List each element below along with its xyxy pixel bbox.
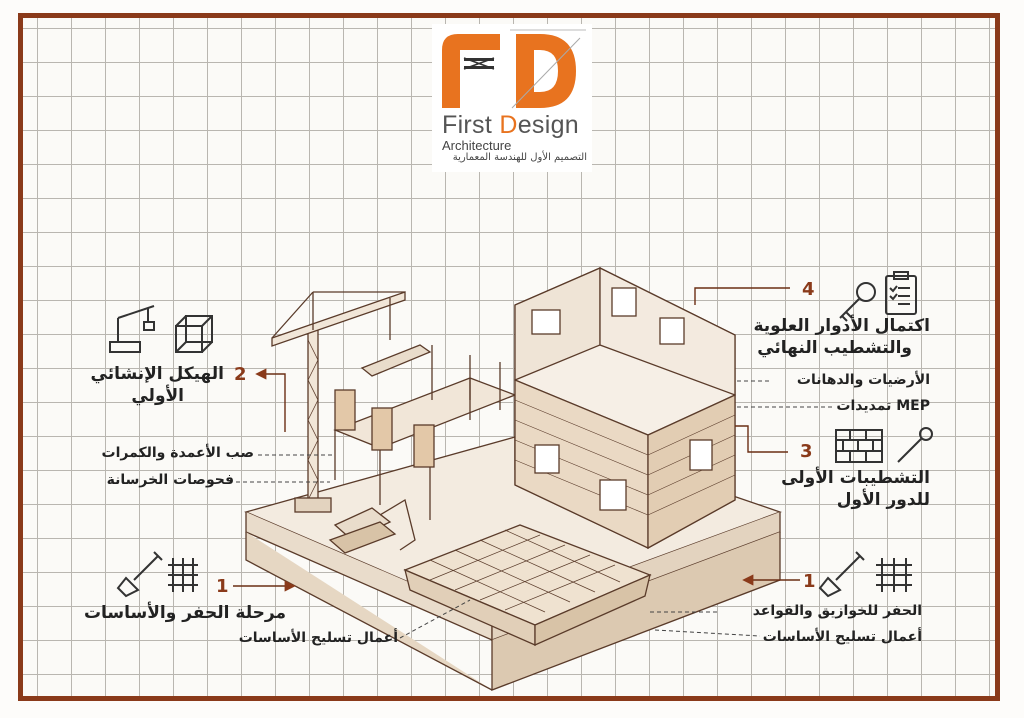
stage1-right-number: 1 bbox=[803, 571, 816, 592]
stage4-mep: تمديدات MEP bbox=[836, 398, 930, 414]
stage4-title-line2: والتشطيب النهائي bbox=[757, 338, 912, 358]
clipboard-icon bbox=[885, 271, 917, 315]
shovel-icon bbox=[116, 551, 163, 598]
stage2-title-line1: الهيكل الإنشائي bbox=[90, 364, 225, 384]
rebar-grid-icon bbox=[168, 558, 198, 592]
wrench-icon bbox=[897, 427, 933, 463]
key-icon bbox=[839, 282, 876, 322]
brand-first: First bbox=[442, 111, 493, 139]
brick-wall-icon bbox=[835, 429, 883, 463]
brand-subtitle: Architecture bbox=[442, 138, 512, 153]
stage1-left-rebar: أعمال تسليح الأساسات bbox=[238, 630, 398, 646]
brand-d-letter: D bbox=[499, 111, 518, 139]
cube-frame-icon bbox=[175, 315, 213, 353]
stage2-number: 2 bbox=[234, 364, 247, 385]
stage2-title-line2: الأولي bbox=[131, 386, 184, 406]
brand-arabic-name: التصميم الأول للهندسة المعمارية bbox=[452, 152, 587, 163]
stage3-title-line1: التشطيبات الأولى bbox=[781, 468, 930, 488]
stage4-number: 4 bbox=[802, 279, 815, 300]
fd-logo-icon bbox=[442, 29, 586, 109]
stage1-left-number: 1 bbox=[216, 576, 229, 597]
brand-rest: esign bbox=[517, 111, 579, 139]
shovel-icon bbox=[818, 551, 865, 598]
stage3-title-line2: للدور الأول bbox=[836, 490, 930, 510]
stage1-left-title: مرحلة الحفر والأساسات bbox=[83, 603, 286, 623]
stage2-pour-columns: صب الأعمدة والكمرات bbox=[101, 445, 254, 461]
crane-icon bbox=[109, 305, 155, 353]
stage4-title-line1: اكتمال الأدوار العلوية bbox=[753, 316, 930, 336]
arrow-icon bbox=[735, 425, 788, 453]
stage3-number: 3 bbox=[800, 441, 813, 462]
stage2-concrete-tests: فحوصات الخرسانة bbox=[106, 472, 234, 488]
arrow-icon bbox=[255, 368, 286, 432]
rebar-grid-icon bbox=[876, 558, 912, 592]
arrow-icon bbox=[694, 287, 790, 305]
brand-name: First Design bbox=[442, 111, 579, 140]
stage1-right-drilling: الحفر للخوازيق والقواعد bbox=[752, 603, 922, 619]
stage4-floors-paint: الأرضيات والدهانات bbox=[796, 372, 930, 388]
stage1-right-rebar: أعمال تسليح الأساسات bbox=[762, 629, 922, 645]
